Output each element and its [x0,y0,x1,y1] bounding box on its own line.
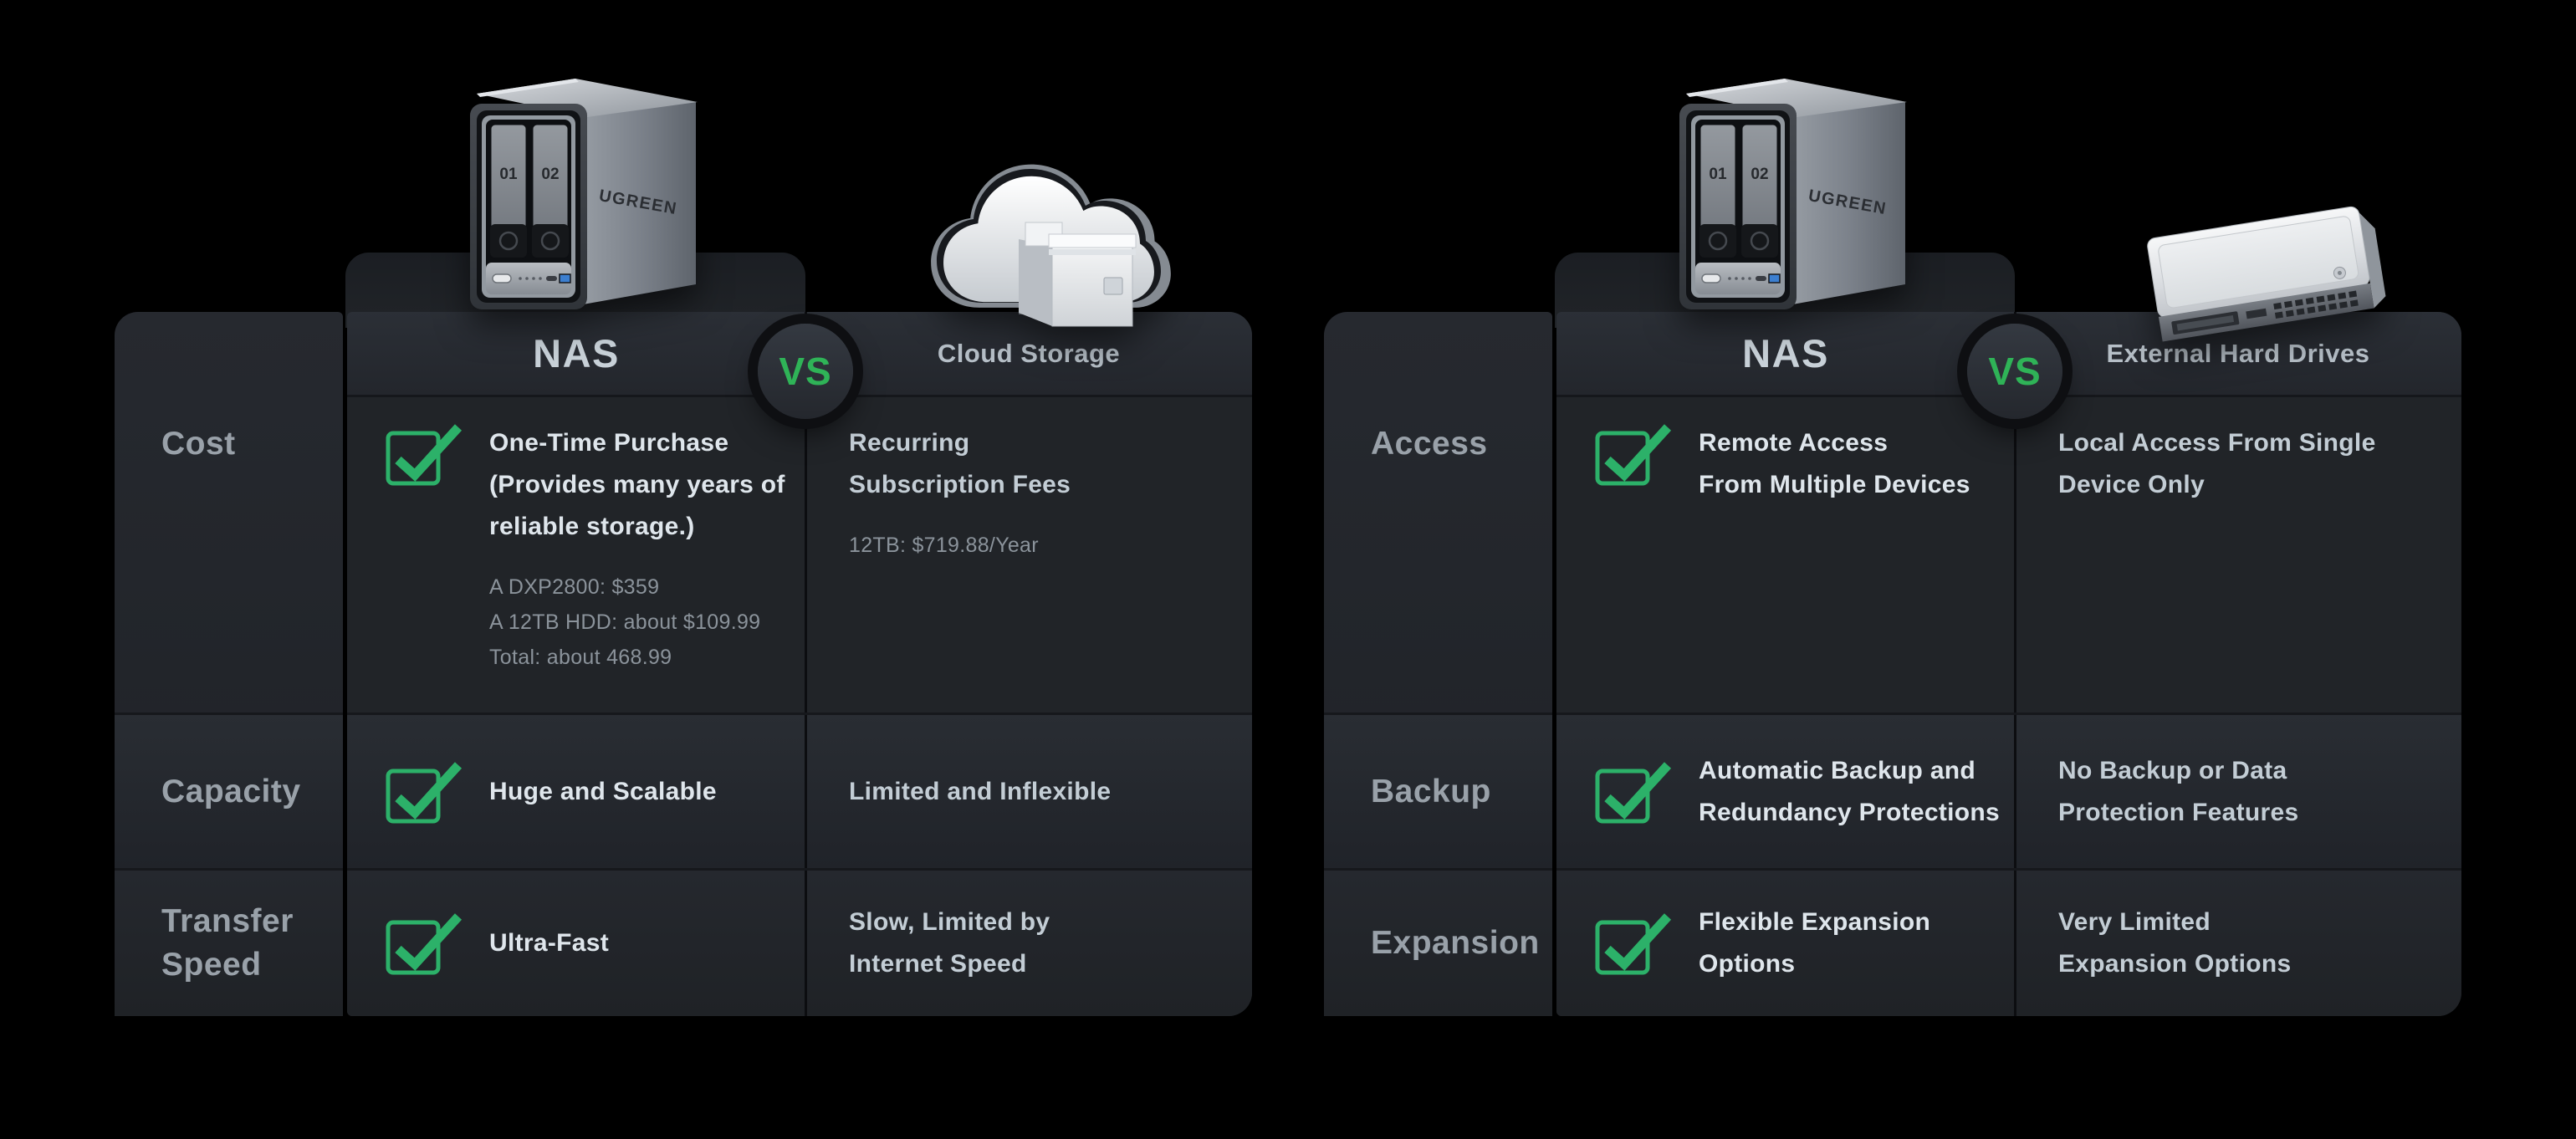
hdd-expansion-title: Very Limited Expansion Options [2058,908,2292,978]
row-divider [347,868,1252,871]
row-stripe [1324,715,1552,868]
row-label-cost: Cost [161,426,236,462]
row-stripe [1556,715,2461,868]
row-divider [1324,713,1552,715]
hdd-access-title: Local Access From Single Device Only [2058,429,2376,498]
nas-bay1-label: 01 [499,166,518,183]
check-icon [386,761,463,823]
nas-expansion-feature: Flexible Expansion Options [1595,901,1930,985]
row-divider [115,713,343,715]
row-stripe [115,871,343,1016]
nas-access-feature: Remote Access From Multiple Devices [1595,422,1970,506]
hdd-backup-title: No Backup or Data Protection Features [2058,756,2299,826]
row-divider [1324,868,1552,871]
row-label-column: Cost Capacity Transfer Speed [115,312,343,1016]
nas-cost-title: One-Time Purchase (Provides many years o… [489,429,785,540]
cloud-cost-title: Recurring Subscription Fees [849,429,1071,498]
vs-label: VS [1988,350,2042,393]
row-stripe [1556,871,2461,1016]
check-icon [1595,913,1672,975]
column-divider [2014,312,2016,1016]
cloud-speed-title: Slow, Limited by Internet Speed [849,908,1050,978]
nas-expansion-title: Flexible Expansion Options [1699,908,1931,978]
row-stripe [1324,871,1552,1016]
nas-speed-feature: Ultra-Fast [386,910,609,977]
row-divider [1556,713,2461,715]
nas-column-title: NAS [533,331,620,375]
vs-badge: VS [1967,324,2062,419]
row-stripe [347,715,1252,868]
row-stripe [115,715,343,868]
row-label-backup: Backup [1371,773,1491,810]
check-icon [1595,424,1672,486]
nas-column-title: NAS [1742,331,1829,375]
row-label-capacity: Capacity [161,773,301,810]
nas-device-image: 01 02 UGREEN [470,79,698,309]
nas-bay1-label: 01 [1709,166,1727,183]
nas-cost-feature: One-Time Purchase (Provides many years o… [386,422,785,675]
nas-bay2-label: 02 [541,166,559,183]
row-divider [1556,868,2461,871]
nas-capacity-feature: Huge and Scalable [386,758,717,825]
check-icon [1595,761,1672,823]
nas-speed-title: Ultra-Fast [489,929,610,957]
external-hdd-column-title: External Hard Drives [2106,338,2370,368]
nas-backup-feature: Automatic Backup and Redundancy Protecti… [1595,750,2000,834]
row-divider [347,713,1252,715]
nas-capacity-title: Huge and Scalable [489,777,717,805]
row-label-transfer-speed: Transfer Speed [161,903,294,983]
vs-label: VS [779,350,832,393]
cloud-capacity-title: Limited and Inflexible [849,777,1112,805]
nas-backup-title: Automatic Backup and Redundancy Protecti… [1699,756,2000,826]
column-divider [805,312,807,1016]
nas-cost-details: A DXP2800: $359 A 12TB HDD: about $109.9… [489,575,761,669]
cloud-cost-feature: Recurring Subscription Fees 12TB: $719.8… [849,422,1071,563]
row-label-expansion: Expansion [1371,925,1540,961]
row-label-column: Access Backup Expansion [1324,312,1552,1016]
nas-device-image: 01 02 UGREEN [1679,79,1907,309]
row-stripe [347,871,1252,1016]
row-divider [115,868,343,871]
comparison-card-nas-vs-cloud: NAS Cloud Storage One-Time Purchase (Pro… [347,312,1252,1016]
cloud-storage-column-title: Cloud Storage [937,338,1121,368]
nas-bay2-label: 02 [1751,166,1768,183]
row-label-access: Access [1371,426,1488,462]
check-icon [386,424,463,486]
cloud-storage-image [931,164,1171,327]
external-hdd-image [2147,206,2386,342]
cloud-cost-details: 12TB: $719.88/Year [849,534,1039,557]
nas-access-title: Remote Access From Multiple Devices [1699,429,1970,498]
check-icon [386,913,463,975]
comparison-card-nas-vs-hdd: NAS External Hard Drives Remote Access F… [1556,312,2461,1016]
vs-badge: VS [758,324,853,419]
